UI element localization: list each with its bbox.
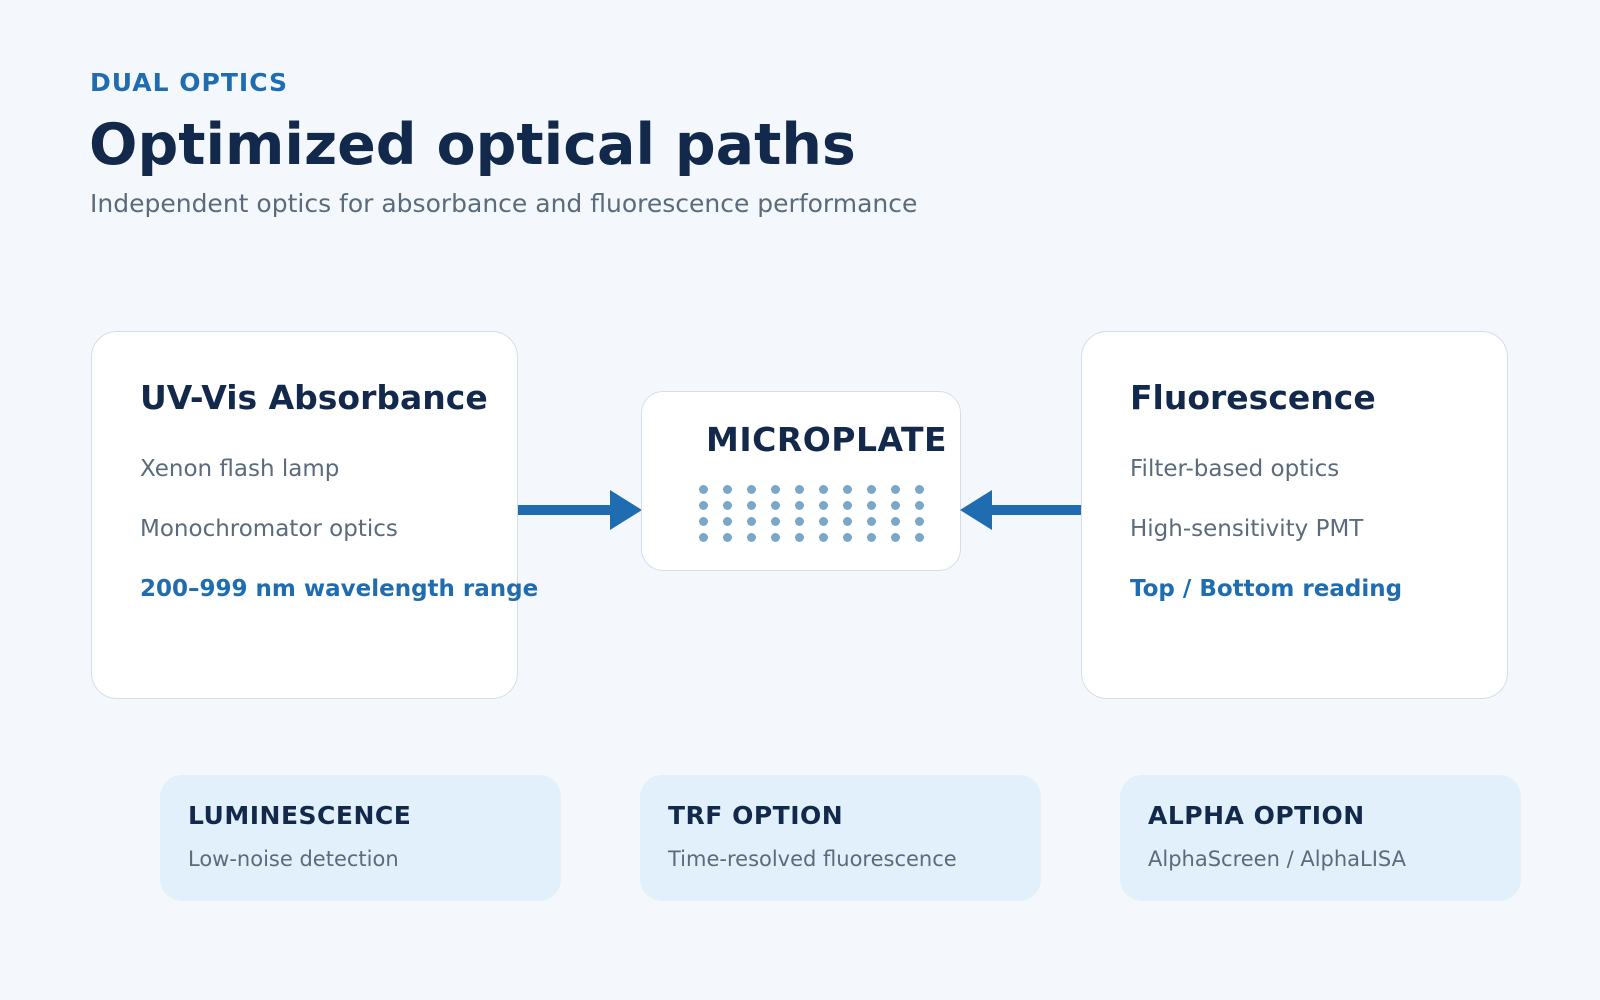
well-dot bbox=[699, 485, 708, 494]
well-dot bbox=[843, 533, 852, 542]
option-description: Low-noise detection bbox=[188, 847, 399, 871]
absorbance-highlight: 200–999 nm wavelength range bbox=[140, 576, 539, 602]
fluorescence-card-title: Fluorescence bbox=[1130, 378, 1376, 417]
well-dot bbox=[891, 517, 900, 526]
well-dot bbox=[723, 517, 732, 526]
well-dot bbox=[723, 501, 732, 510]
well-dot bbox=[747, 517, 756, 526]
page-title: Optimized optical paths bbox=[89, 112, 856, 178]
fluorescence-highlight: Top / Bottom reading bbox=[1130, 576, 1403, 602]
well-dot bbox=[819, 485, 828, 494]
page-subtitle: Independent optics for absorbance and fl… bbox=[90, 189, 918, 218]
well-dot bbox=[819, 501, 828, 510]
option-title: ALPHA OPTION bbox=[1148, 801, 1365, 830]
well-dot bbox=[915, 485, 924, 494]
arrow-right-to-plate bbox=[960, 490, 1082, 530]
well-dot bbox=[795, 533, 804, 542]
absorbance-card-title: UV-Vis Absorbance bbox=[140, 378, 488, 417]
well-dot bbox=[699, 501, 708, 510]
well-dot bbox=[891, 533, 900, 542]
well-dot bbox=[771, 485, 780, 494]
option-description: AlphaScreen / AlphaLISA bbox=[1148, 847, 1407, 871]
well-dot bbox=[915, 517, 924, 526]
well-dot bbox=[843, 517, 852, 526]
option-description: Time-resolved fluorescence bbox=[668, 847, 957, 871]
option-title: LUMINESCENCE bbox=[188, 801, 412, 830]
well-dot bbox=[795, 501, 804, 510]
well-grid bbox=[699, 485, 924, 542]
well-dot bbox=[819, 517, 828, 526]
well-dot bbox=[771, 533, 780, 542]
arrow-left-to-plate bbox=[518, 490, 642, 530]
absorbance-item-lamp: Xenon flash lamp bbox=[140, 456, 340, 482]
option-luminescence: LUMINESCENCE Low-noise detection bbox=[160, 775, 561, 901]
absorbance-item-optics: Monochromator optics bbox=[140, 516, 398, 542]
well-dot bbox=[843, 501, 852, 510]
fluorescence-item-filters: Filter-based optics bbox=[1130, 456, 1340, 482]
well-dot bbox=[891, 485, 900, 494]
well-dot bbox=[747, 485, 756, 494]
microplate-label: MICROPLATE bbox=[706, 420, 948, 459]
well-dot bbox=[747, 501, 756, 510]
fluorescence-item-pmt: High-sensitivity PMT bbox=[1130, 516, 1364, 542]
fluorescence-card: Fluorescence Filter-based optics High-se… bbox=[1081, 331, 1508, 699]
option-trf: TRF OPTION Time-resolved fluorescence bbox=[640, 775, 1041, 901]
well-dot bbox=[867, 501, 876, 510]
microplate: MICROPLATE bbox=[641, 391, 961, 571]
well-dot bbox=[747, 533, 756, 542]
well-dot bbox=[843, 485, 852, 494]
well-dot bbox=[699, 517, 708, 526]
well-dot bbox=[723, 485, 732, 494]
well-dot bbox=[891, 501, 900, 510]
eyebrow-label: DUAL OPTICS bbox=[90, 68, 289, 97]
well-dot bbox=[795, 485, 804, 494]
well-dot bbox=[723, 533, 732, 542]
well-dot bbox=[867, 533, 876, 542]
option-title: TRF OPTION bbox=[668, 801, 844, 830]
well-dot bbox=[771, 501, 780, 510]
well-dot bbox=[819, 533, 828, 542]
well-dot bbox=[915, 533, 924, 542]
well-dot bbox=[915, 501, 924, 510]
absorbance-card: UV-Vis Absorbance Xenon flash lamp Monoc… bbox=[91, 331, 538, 699]
well-dot bbox=[771, 517, 780, 526]
well-dot bbox=[867, 517, 876, 526]
well-dot bbox=[795, 517, 804, 526]
well-dot bbox=[699, 533, 708, 542]
option-alpha: ALPHA OPTION AlphaScreen / AlphaLISA bbox=[1120, 775, 1521, 901]
well-dot bbox=[867, 485, 876, 494]
